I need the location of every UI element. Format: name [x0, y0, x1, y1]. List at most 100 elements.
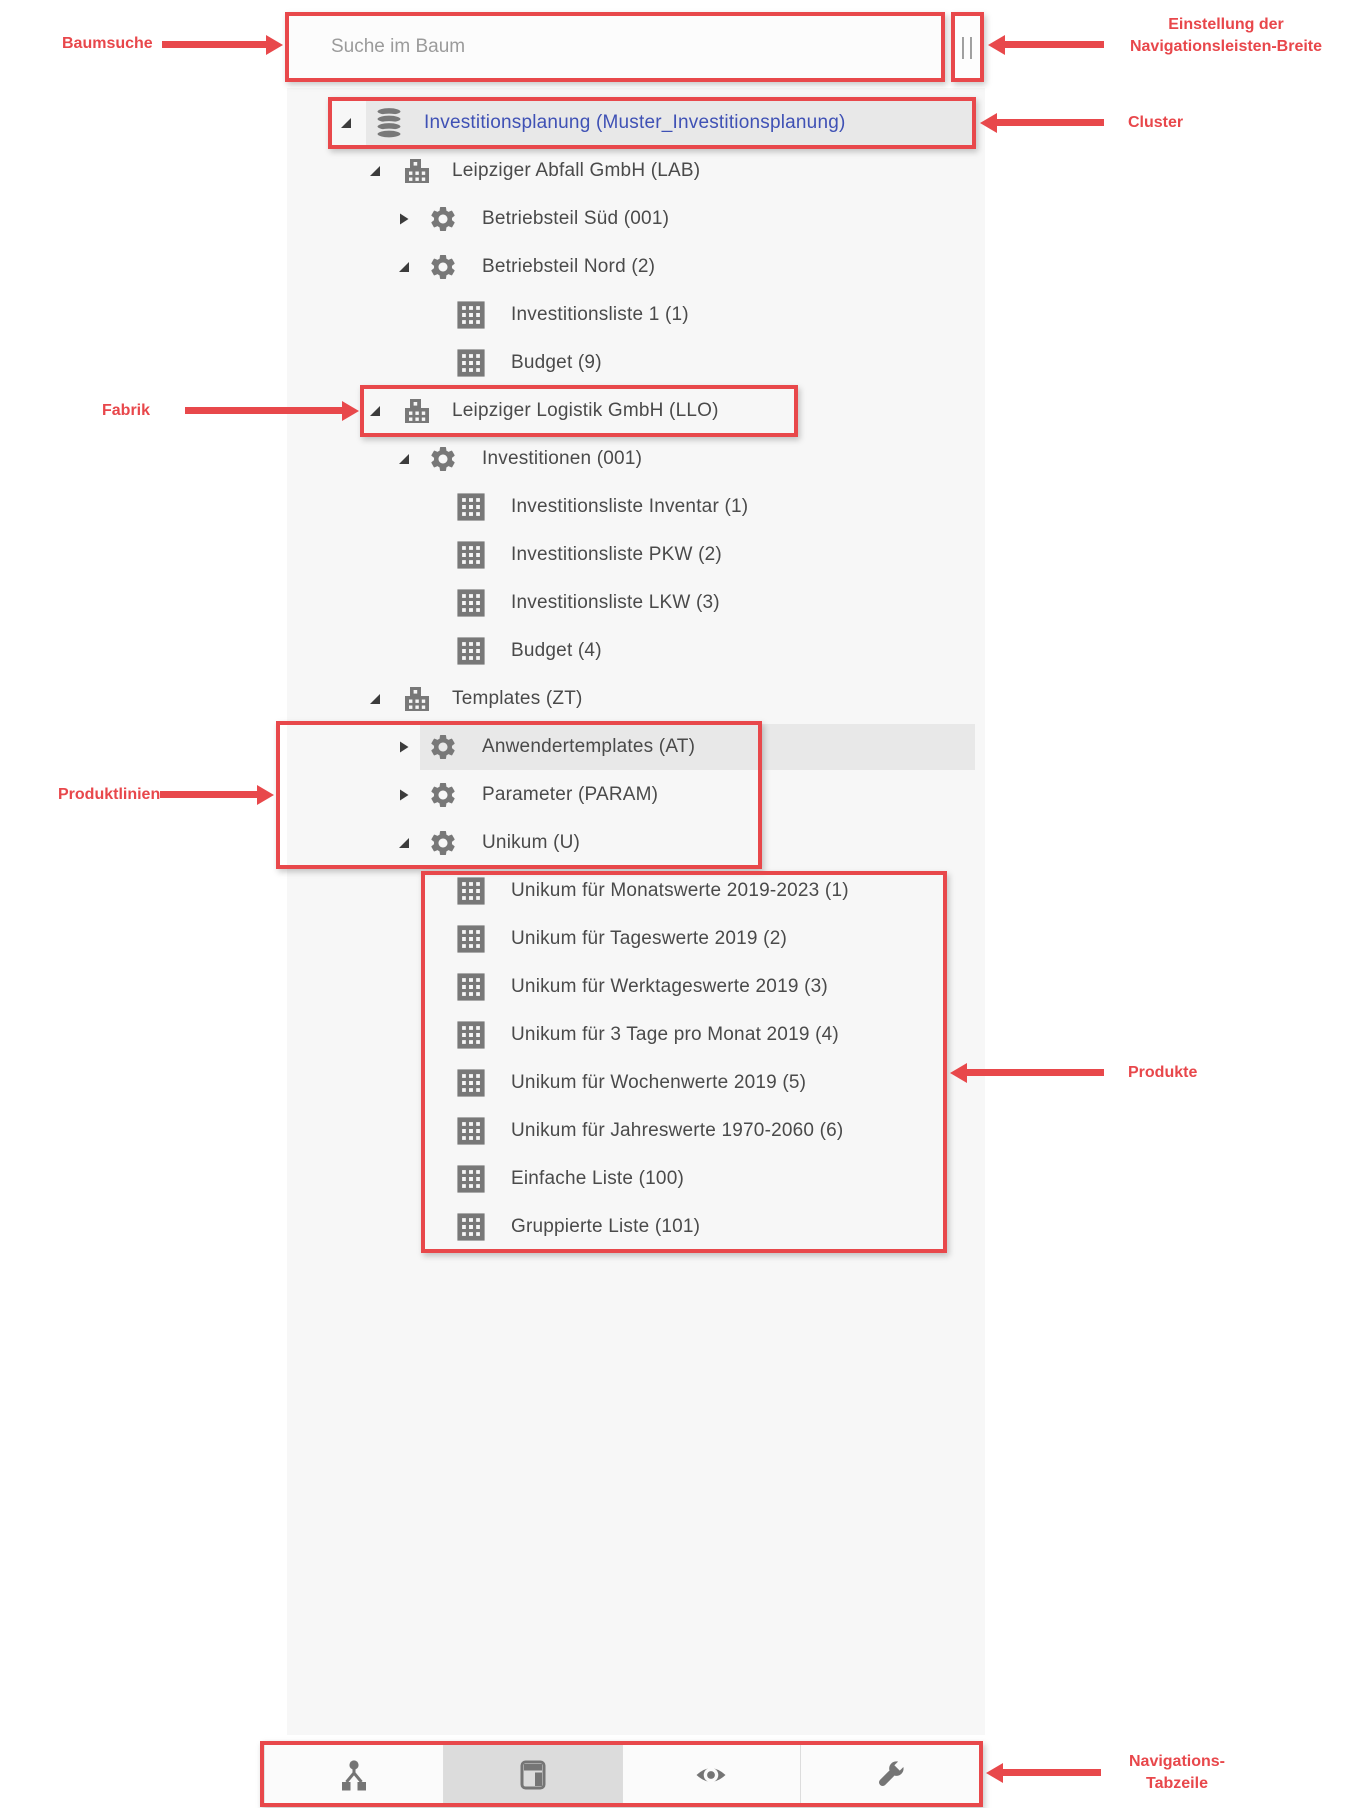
- tree-item-label: Anwendertemplates (AT): [482, 736, 696, 757]
- tree-item-label: Unikum für Werktageswerte 2019 (3): [511, 976, 828, 997]
- expander-expanded-icon[interactable]: [339, 116, 353, 130]
- tree-item-label: Unikum für Wochenwerte 2019 (5): [511, 1072, 807, 1093]
- tree-item-product[interactable]: Unikum für Monatswerte 2019-2023 (1): [287, 867, 985, 915]
- tree-item-label: Templates (ZT): [452, 688, 583, 709]
- sitemap-icon: [336, 1757, 372, 1793]
- tabzeile-arrow: [1003, 1769, 1101, 1776]
- gear-icon: [428, 780, 458, 810]
- tree-item-product[interactable]: Unikum für Werktageswerte 2019 (3): [287, 963, 985, 1011]
- nav-width-arrow: [1005, 41, 1104, 48]
- produkte-arrow: [967, 1069, 1104, 1076]
- grid-icon: [456, 876, 486, 906]
- grid-icon: [456, 636, 486, 666]
- tree-item-label: Betriebsteil Süd (001): [482, 208, 670, 229]
- expander-expanded-icon[interactable]: [368, 692, 382, 706]
- tree-item-productline[interactable]: Parameter (PARAM): [287, 771, 985, 819]
- annotation-label-baumsuche: Baumsuche: [62, 35, 153, 52]
- grid-icon: [456, 588, 486, 618]
- tree-item-factory[interactable]: Templates (ZT): [287, 675, 985, 723]
- grid-icon: [456, 924, 486, 954]
- building-icon: [401, 395, 433, 427]
- tree-item-label: Investitionsliste 1 (1): [511, 304, 689, 325]
- gear-icon: [428, 252, 458, 282]
- tab-eye[interactable]: [621, 1745, 801, 1804]
- tree-item-product[interactable]: Einfache Liste (100): [287, 1155, 985, 1203]
- tree-item-product[interactable]: Unikum für Tageswerte 2019 (2): [287, 915, 985, 963]
- tree-item-label: Unikum (U): [482, 832, 581, 853]
- wrench-icon: [872, 1757, 908, 1793]
- tree-item-label: Budget (4): [511, 640, 602, 661]
- expander-expanded-icon[interactable]: [397, 452, 411, 466]
- tree-item-productline[interactable]: Investitionen (001): [287, 435, 985, 483]
- nav-width-resize-handle[interactable]: ||: [953, 14, 983, 79]
- tree-item-product[interactable]: Unikum für Jahreswerte 1970-2060 (6): [287, 1107, 985, 1155]
- tree-item-label: Unikum für 3 Tage pro Monat 2019 (4): [511, 1024, 839, 1045]
- expander-expanded-icon[interactable]: [368, 164, 382, 178]
- produktlinien-arrow: [160, 791, 257, 798]
- tree-item-highlight: [366, 100, 975, 146]
- expander-collapsed-icon[interactable]: [397, 740, 411, 754]
- tree-item-label: Investitionsliste PKW (2): [511, 544, 722, 565]
- fabrik-arrow: [185, 407, 342, 414]
- grid-icon: [456, 1068, 486, 1098]
- tree-item-label: Gruppierte Liste (101): [511, 1216, 701, 1237]
- navigation-tree-panel: Investitionsplanung (Muster_Investitions…: [287, 88, 985, 1735]
- tree-item-product[interactable]: Investitionsliste 1 (1): [287, 291, 985, 339]
- eye-icon: [693, 1757, 729, 1793]
- tab-layout[interactable]: [442, 1745, 622, 1804]
- tree-item-productline[interactable]: Betriebsteil Nord (2): [287, 243, 985, 291]
- grid-icon: [456, 540, 486, 570]
- tree-item-label: Leipziger Logistik GmbH (LLO): [452, 400, 719, 421]
- expander-collapsed-icon[interactable]: [397, 788, 411, 802]
- tree-item-label: Parameter (PARAM): [482, 784, 659, 805]
- tree-item-productline[interactable]: Unikum (U): [287, 819, 985, 867]
- grid-icon: [456, 348, 486, 378]
- gear-icon: [428, 204, 458, 234]
- tree-item-cluster[interactable]: Investitionsplanung (Muster_Investitions…: [287, 99, 985, 147]
- tree-item-highlight: [420, 724, 975, 770]
- grid-icon: [456, 1116, 486, 1146]
- tree-item-factory[interactable]: Leipziger Abfall GmbH (LAB): [287, 147, 985, 195]
- grid-icon: [456, 972, 486, 1002]
- gear-icon: [428, 444, 458, 474]
- tab-sitemap[interactable]: [265, 1745, 443, 1804]
- tree-item-product[interactable]: Investitionsliste Inventar (1): [287, 483, 985, 531]
- tree-item-label: Budget (9): [511, 352, 602, 373]
- tree-item-label: Investitionsplanung (Muster_Investitions…: [424, 112, 846, 133]
- gear-icon: [428, 828, 458, 858]
- annotation-label-tabzeile: Navigations- Tabzeile: [1128, 1753, 1225, 1792]
- tree-item-factory[interactable]: Leipziger Logistik GmbH (LLO): [287, 387, 985, 435]
- annotation-label-produktlinien: Produktlinien: [58, 786, 161, 803]
- tree-item-label: Unikum für Tageswerte 2019 (2): [511, 928, 787, 949]
- expander-collapsed-icon[interactable]: [397, 212, 411, 226]
- tree-item-product[interactable]: Investitionsliste LKW (3): [287, 579, 985, 627]
- tree-item-productline[interactable]: Anwendertemplates (AT): [287, 723, 985, 771]
- tree-item-product[interactable]: Gruppierte Liste (101): [287, 1203, 985, 1251]
- tree-item-product[interactable]: Budget (4): [287, 627, 985, 675]
- tree-item-label: Investitionen (001): [482, 448, 643, 469]
- expander-expanded-icon[interactable]: [397, 260, 411, 274]
- search-input[interactable]: [288, 14, 942, 79]
- grid-icon: [456, 1020, 486, 1050]
- grid-icon: [456, 300, 486, 330]
- expander-expanded-icon[interactable]: [397, 836, 411, 850]
- tree-item-product[interactable]: Budget (9): [287, 339, 985, 387]
- grid-icon: [456, 1212, 486, 1242]
- tree-item-label: Investitionsliste LKW (3): [511, 592, 720, 613]
- tab-wrench[interactable]: [800, 1745, 979, 1804]
- tree-item-product[interactable]: Unikum für 3 Tage pro Monat 2019 (4): [287, 1011, 985, 1059]
- grid-icon: [456, 492, 486, 522]
- tree-item-productline[interactable]: Betriebsteil Süd (001): [287, 195, 985, 243]
- database-icon: [372, 106, 406, 140]
- tree-item-product[interactable]: Investitionsliste PKW (2): [287, 531, 985, 579]
- baumsuche-arrow: [162, 41, 266, 48]
- tree-item-label: Unikum für Monatswerte 2019-2023 (1): [511, 880, 849, 901]
- building-icon: [401, 155, 433, 187]
- expander-expanded-icon[interactable]: [368, 404, 382, 418]
- grid-icon: [456, 1164, 486, 1194]
- tree-item-label: Investitionsliste Inventar (1): [511, 496, 749, 517]
- gear-icon: [428, 732, 458, 762]
- tree-item-product[interactable]: Unikum für Wochenwerte 2019 (5): [287, 1059, 985, 1107]
- layout-icon: [515, 1757, 551, 1793]
